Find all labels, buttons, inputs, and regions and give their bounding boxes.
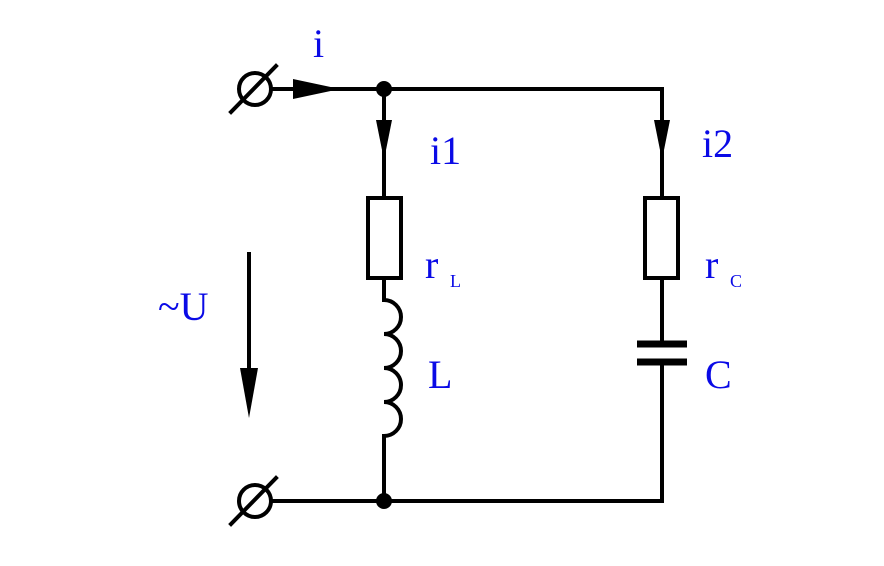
bottom-wire bbox=[269, 360, 664, 503]
label-resistor-rc: r bbox=[705, 242, 718, 287]
label-current-i2: i2 bbox=[702, 121, 733, 166]
voltage-arrow-head bbox=[240, 368, 258, 418]
label-resistor-rl: r bbox=[425, 242, 438, 287]
capacitor-plates bbox=[637, 340, 687, 366]
label-capacitor: C bbox=[705, 352, 732, 397]
label-inductor: L bbox=[428, 352, 452, 397]
current-i-arrow bbox=[293, 79, 340, 99]
label-current-i1: i1 bbox=[430, 128, 461, 173]
label-current-i: i bbox=[313, 21, 324, 66]
resistor-rl bbox=[366, 196, 403, 280]
junction-top bbox=[376, 81, 392, 97]
label-voltage: ~U bbox=[158, 284, 209, 329]
junction-bottom bbox=[376, 493, 392, 509]
current-i2-arrow bbox=[654, 120, 670, 160]
inductor-coil bbox=[381, 297, 403, 439]
label-resistor-rl-subscript: L bbox=[450, 271, 461, 291]
label-resistor-rc-subscript: C bbox=[730, 271, 742, 291]
resistor-rc bbox=[643, 196, 680, 280]
top-wire bbox=[269, 87, 664, 200]
current-i1-arrow bbox=[376, 120, 392, 160]
